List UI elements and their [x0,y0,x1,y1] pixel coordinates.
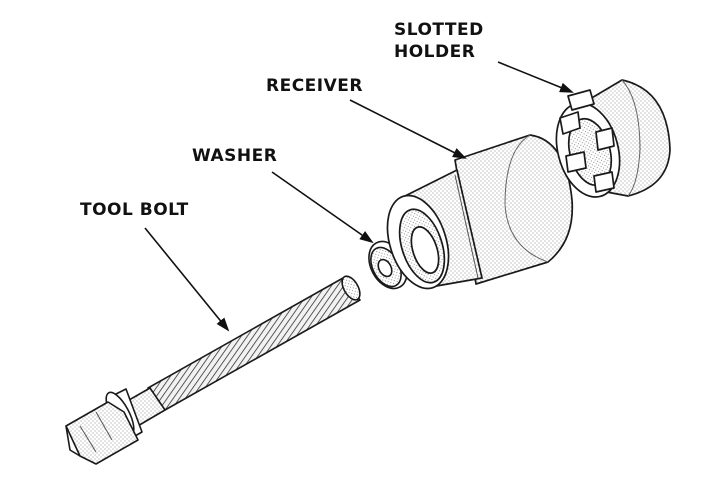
leader-arrows [144,61,574,332]
arrow-tool-bolt [144,227,230,332]
label-slotted-holder-line2: HOLDER [394,42,476,62]
arrow-receiver [349,99,467,159]
receiver [386,134,574,290]
label-tool-bolt: TOOL BOLT [80,200,189,220]
label-receiver: RECEIVER [266,76,363,96]
arrow-washer [271,171,374,244]
tool-bolt [65,275,361,465]
label-washer: WASHER [192,146,278,166]
label-slotted-holder-line1: SLOTTED [394,20,484,40]
washer [368,240,408,290]
slotted-holder [555,79,671,198]
arrow-slotted-holder [497,61,574,93]
